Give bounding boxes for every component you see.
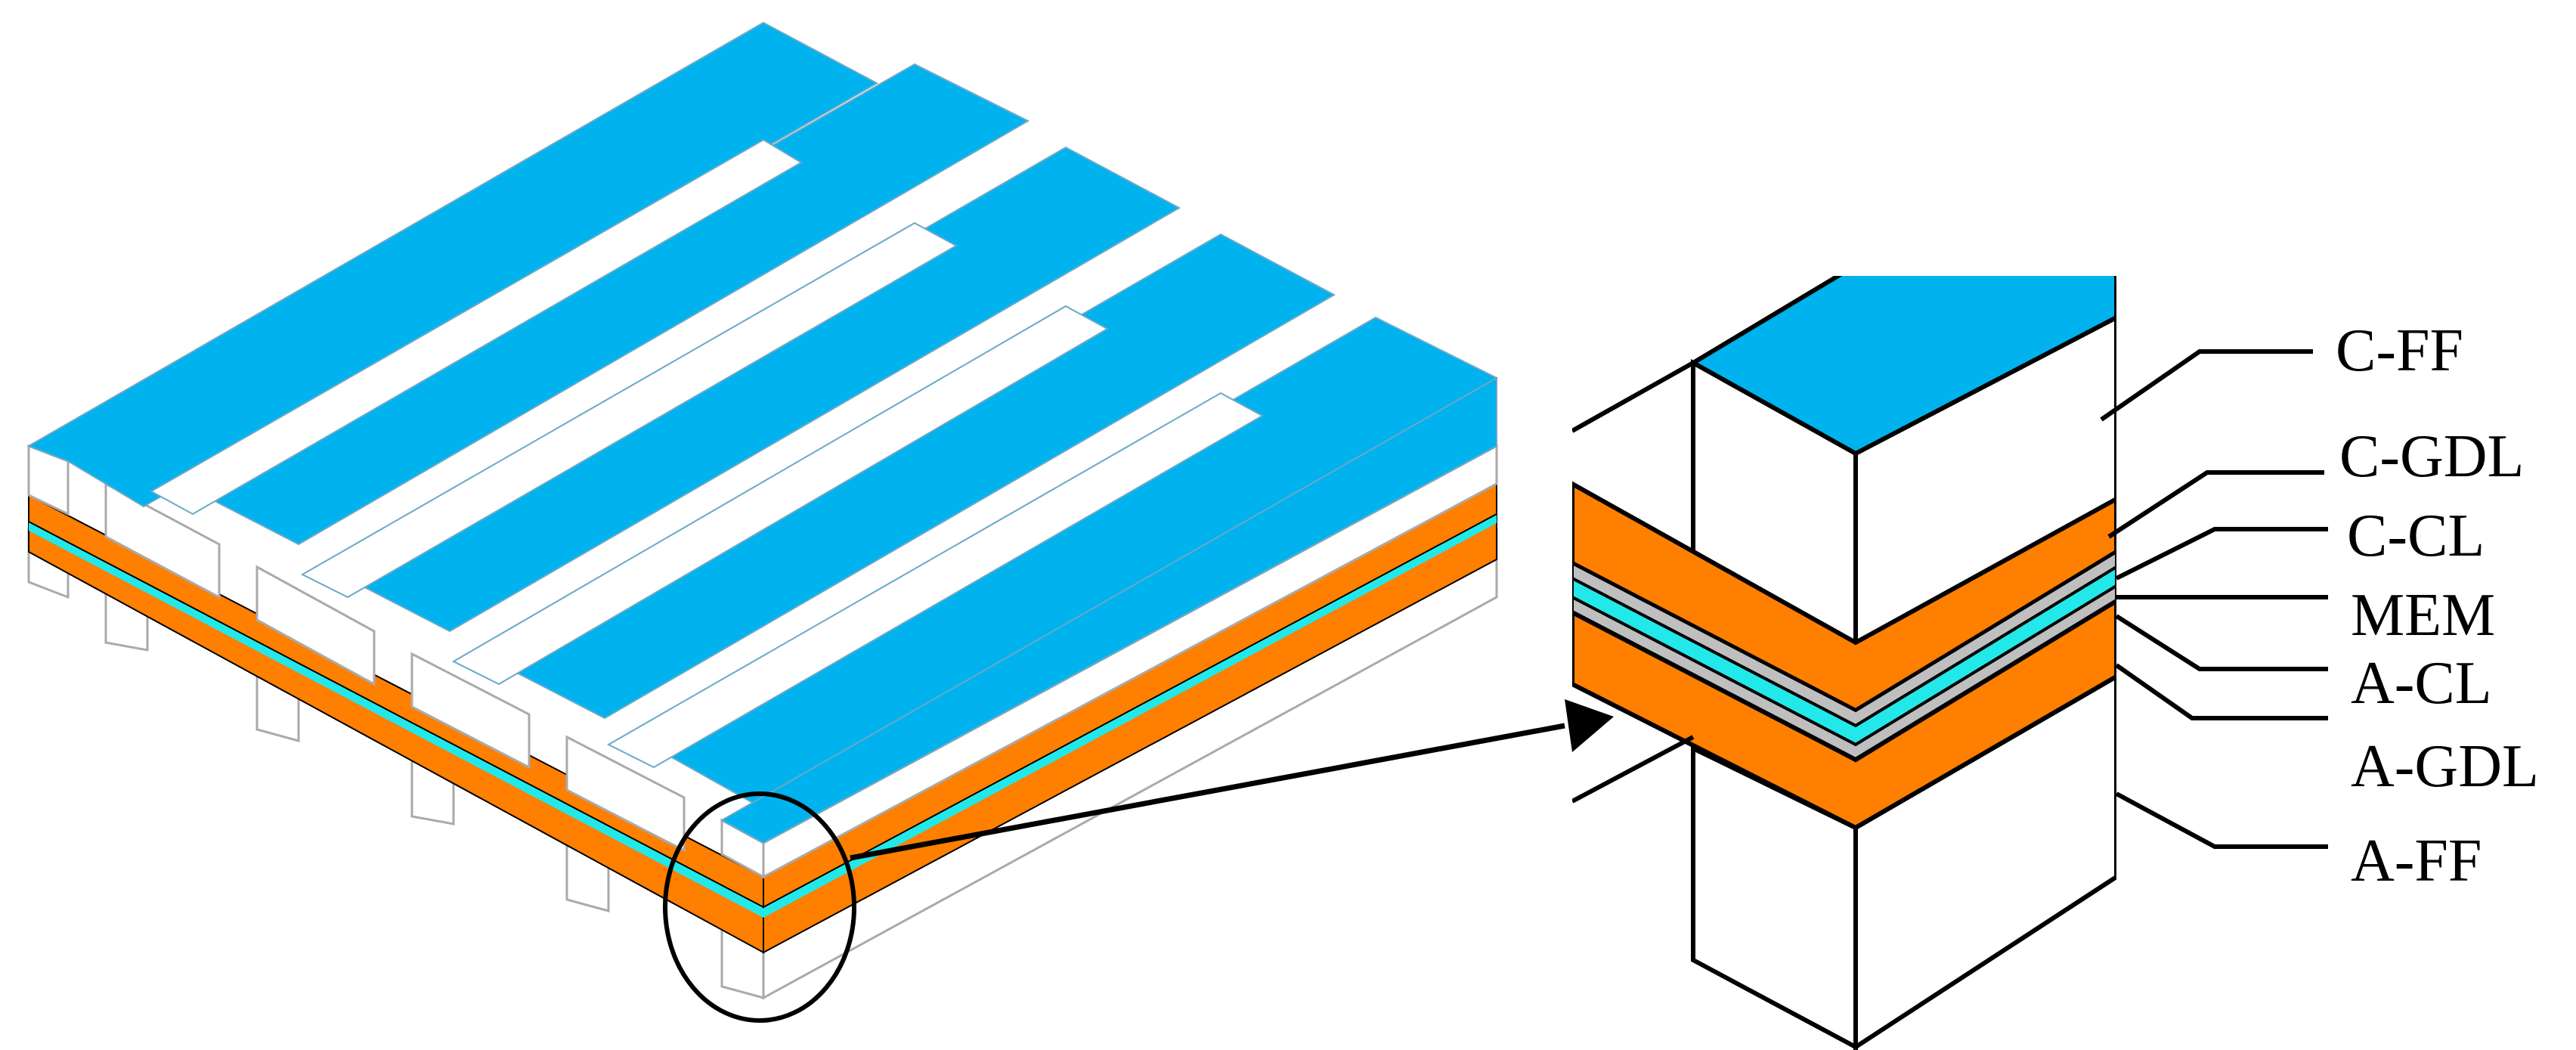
- zoomed-cross-section: [1572, 276, 2116, 1050]
- label-c-cl: C-CL: [2347, 503, 2485, 569]
- mem-slab: [29, 520, 763, 918]
- zoom-highlight-circle: [663, 791, 856, 1023]
- label-mem: MEM: [2351, 582, 2495, 649]
- label-a-ff: A-FF: [2351, 828, 2482, 894]
- mem-slab-side: [763, 513, 1497, 918]
- label-c-ff: C-FF: [2336, 317, 2463, 384]
- c-gdl-layer: [1572, 481, 2116, 714]
- a-gdl-layer: [1572, 598, 2116, 831]
- serpentine-gaps: [149, 138, 1265, 769]
- label-c-gdl: C-GDL: [2339, 423, 2524, 490]
- zoom-arrow: [850, 699, 1614, 861]
- serpentine-assembly: [26, 21, 1614, 1023]
- label-a-gdl: A-GDL: [2351, 733, 2539, 800]
- mem-layer: [1572, 565, 2116, 747]
- c-cl-layer: [1572, 550, 2116, 728]
- a-cl-layer: [1572, 584, 2116, 762]
- mea-layers-front: [28, 482, 1497, 954]
- label-a-cl: A-CL: [2351, 650, 2492, 717]
- leader-lines: [2100, 349, 2328, 849]
- layer-labels: C-FF C-GDL C-CL MEM A-CL A-GDL A-FF: [2336, 317, 2539, 894]
- cathode-channel-faces: [27, 444, 1498, 879]
- serpentine-flow-channel: [26, 21, 1499, 844]
